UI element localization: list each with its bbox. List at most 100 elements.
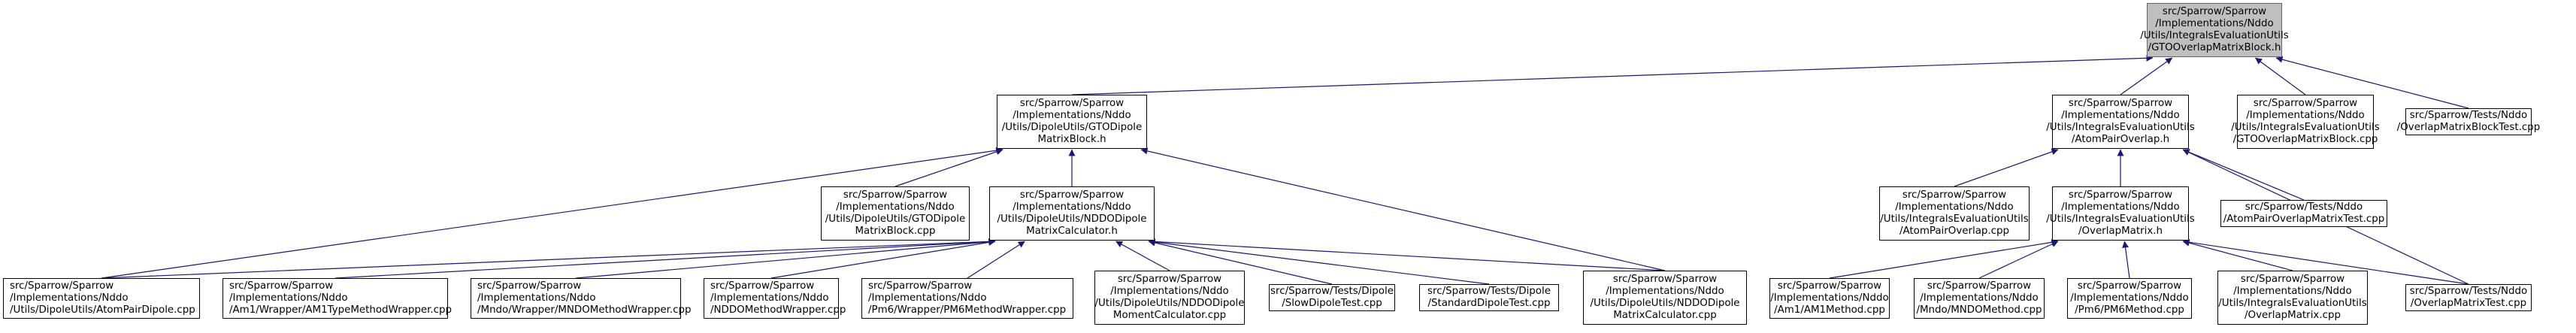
- node-label-line: /Implementations/Nddo: [2155, 18, 2274, 30]
- edge-atom_pair_overlap_test-to-atom_pair_overlap_h: [2182, 149, 2305, 201]
- node-label-line: /Utils/DipoleUtils/NDDODipole: [997, 213, 1147, 225]
- node-label-line: /AtomPairOverlap.h: [2071, 133, 2170, 145]
- node-label-line: src/Sparrow/Sparrow: [1612, 274, 1718, 286]
- node-am1-type-method-wrapper-cpp[interactable]: src/Sparrow/Sparrow/Implementations/Nddo…: [222, 278, 452, 319]
- edge-nddo_dipole_calc_cpp-to-nddo_dipole_calc_h: [1148, 238, 1666, 271]
- node-label-line: src/Sparrow/Sparrow: [1019, 189, 1125, 201]
- node-nddo-dipole-matrix-calculator-h[interactable]: src/Sparrow/Sparrow/Implementations/Nddo…: [989, 186, 1155, 241]
- node-label-line: /Implementations/Nddo: [2061, 201, 2180, 213]
- node-gto-dipole-matrix-block-cpp[interactable]: src/Sparrow/Sparrow/Implementations/Nddo…: [821, 186, 970, 241]
- edge-gto_dipole_cpp-to-gto_dipole_h: [894, 148, 1003, 187]
- node-gto-dipole-matrix-block-h[interactable]: src/Sparrow/Sparrow/Implementations/Nddo…: [997, 95, 1147, 149]
- node-label-line: src/Sparrow/Sparrow: [1777, 280, 1882, 292]
- node-label-line: /Implementations/Nddo: [477, 292, 596, 304]
- node-label-line: /OverlapMatrixBlockTest.cpp: [2396, 122, 2541, 133]
- node-label-line: /AtomPairOverlapMatrixTest.cpp: [2223, 213, 2385, 225]
- node-label-line: src/Sparrow/Sparrow: [10, 280, 114, 292]
- node-label-line: /Implementations/Nddo: [2233, 286, 2352, 298]
- node-overlap-matrix-test-cpp[interactable]: src/Sparrow/Tests/Nddo/OverlapMatrixTest…: [2405, 284, 2532, 311]
- edge-atom_pair_overlap_h-to-root: [2120, 57, 2173, 95]
- node-label-line: src/Sparrow/Tests/Nddo: [2409, 286, 2528, 298]
- node-label-line: /Utils/IntegralsEvaluationUtils: [2231, 122, 2380, 133]
- edge-mndo_method-to-overlap_matrix_h: [1978, 241, 2059, 279]
- node-atom-pair-overlap-h[interactable]: src/Sparrow/Sparrow/Implementations/Nddo…: [2046, 95, 2195, 149]
- edge-slow_dipole_test-to-nddo_dipole_calc_h: [1148, 239, 1333, 285]
- node-label-line: src/Sparrow/Tests/Dipole: [1427, 286, 1551, 298]
- edge-pm6_method-to-overlap_matrix_h: [2122, 241, 2130, 279]
- node-standard-dipole-test-cpp[interactable]: src/Sparrow/Tests/Dipole/StandardDipoleT…: [1419, 284, 1559, 311]
- node-label-line: src/Sparrow/Sparrow: [2068, 98, 2173, 110]
- node-label-line: /Pm6/PM6Method.cpp: [2075, 304, 2184, 316]
- node-label-line: /Implementations/Nddo: [1606, 286, 1724, 298]
- node-atom-pair-overlap-cpp[interactable]: src/Sparrow/Sparrow/Implementations/Nddo…: [1879, 186, 2030, 241]
- node-nddo-dipole-moment-calculator-cpp[interactable]: src/Sparrow/Sparrow/Implementations/Nddo…: [1094, 271, 1245, 325]
- node-nddo-dipole-matrix-calculator-cpp[interactable]: src/Sparrow/Sparrow/Implementations/Nddo…: [1583, 271, 1747, 325]
- node-slow-dipole-test-cpp[interactable]: src/Sparrow/Tests/Dipole/SlowDipoleTest.…: [1269, 284, 1395, 311]
- node-label-line: /GTOOverlapMatrixBlock.h: [2148, 41, 2281, 53]
- node-label-line: src/Sparrow/Sparrow: [477, 280, 582, 292]
- node-label-line: src/Sparrow/Sparrow: [868, 280, 973, 292]
- node-pm6-method-wrapper-cpp[interactable]: src/Sparrow/Sparrow/Implementations/Nddo…: [861, 278, 1073, 319]
- node-label-line: src/Sparrow/Tests/Nddo: [2409, 110, 2528, 122]
- node-label-line: /Implementations/Nddo: [868, 292, 987, 304]
- node-label-line: src/Sparrow/Sparrow: [2253, 98, 2358, 110]
- node-overlap-matrix-block-test-cpp[interactable]: src/Sparrow/Tests/Nddo/OverlapMatrixBloc…: [2397, 108, 2540, 135]
- node-label-line: src/Sparrow/Sparrow: [1117, 274, 1222, 286]
- edge-atom_pair_dipole_cpp-to-nddo_dipole_calc_h: [101, 238, 996, 279]
- node-label-line: /GTOOverlapMatrixBlock.cpp: [2232, 133, 2378, 145]
- node-label-line: /StandardDipoleTest.cpp: [1427, 298, 1551, 309]
- node-atom-pair-dipole-cpp[interactable]: src/Sparrow/Sparrow/Implementations/Nddo…: [3, 278, 200, 319]
- node-mndo-method-wrapper-cpp[interactable]: src/Sparrow/Sparrow/Implementations/Nddo…: [471, 278, 691, 319]
- node-label-line: src/Sparrow/Sparrow: [1019, 98, 1125, 110]
- node-label-line: src/Sparrow/Sparrow: [2162, 6, 2267, 18]
- node-pm6-method-cpp[interactable]: src/Sparrow/Sparrow/Implementations/Nddo…: [2067, 278, 2192, 319]
- edge-am1_type_wrapper-to-nddo_dipole_calc_h: [334, 238, 996, 279]
- node-gto-overlap-matrix-block-h: src/Sparrow/Sparrow/Implementations/Nddo…: [2140, 3, 2289, 57]
- node-overlap-matrix-h[interactable]: src/Sparrow/Sparrow/Implementations/Nddo…: [2046, 186, 2195, 241]
- node-label-line: /Utils/DipoleUtils/NDDODipole: [1590, 298, 1740, 309]
- edge-overlap_block_test-to-root: [2275, 56, 2469, 109]
- node-label-line: /Implementations/Nddo: [2061, 110, 2180, 122]
- edge-nddo_dipole_calc_cpp-to-gto_dipole_h: [1140, 147, 1666, 271]
- node-label-line: MatrixBlock.h: [1037, 133, 1106, 145]
- node-label-line: /OverlapMatrixTest.cpp: [2410, 298, 2527, 309]
- node-nddo-method-wrapper-cpp[interactable]: src/Sparrow/Sparrow/Implementations/Nddo…: [704, 278, 846, 319]
- node-label-line: src/Sparrow/Sparrow: [1902, 189, 2007, 201]
- node-label-line: /Utils/IntegralsEvaluationUtils: [2218, 298, 2367, 309]
- node-label-line: /Implementations/Nddo: [836, 201, 955, 213]
- node-label-line: /Implementations/Nddo: [1013, 201, 1131, 213]
- node-atom-pair-overlap-matrix-test-cpp[interactable]: src/Sparrow/Tests/Nddo/AtomPairOverlapMa…: [2220, 200, 2387, 227]
- node-label-line: src/Sparrow/Sparrow: [2077, 280, 2182, 292]
- node-label-line: /Utils/DipoleUtils/GTODipole: [1001, 122, 1143, 133]
- node-label-line: src/Sparrow/Sparrow: [710, 280, 815, 292]
- node-label-line: /Implementations/Nddo: [2070, 292, 2189, 304]
- node-label-line: src/Sparrow/Tests/Nddo: [2245, 201, 2363, 213]
- edge-am1_method-to-overlap_matrix_h: [1829, 238, 2059, 279]
- node-label-line: src/Sparrow/Tests/Dipole: [1270, 286, 1394, 298]
- node-label-line: /Utils/DipoleUtils/GTODipole: [825, 213, 966, 225]
- node-label-line: src/Sparrow/Sparrow: [2068, 189, 2173, 201]
- node-am1-method-cpp[interactable]: src/Sparrow/Sparrow/Implementations/Nddo…: [1769, 278, 1890, 319]
- node-mndo-method-cpp[interactable]: src/Sparrow/Sparrow/Implementations/Nddo…: [1914, 278, 2045, 319]
- node-label-line: /Implementations/Nddo: [1770, 292, 1889, 304]
- node-label-line: /Implementations/Nddo: [229, 292, 348, 304]
- node-label-line: /SlowDipoleTest.cpp: [1282, 298, 1382, 309]
- edge-gto_overlap_cpp-to-root: [2255, 57, 2306, 95]
- edge-mndo_wrapper-to-nddo_dipole_calc_h: [575, 238, 996, 279]
- node-gto-overlap-matrix-block-cpp[interactable]: src/Sparrow/Sparrow/Implementations/Nddo…: [2231, 95, 2380, 149]
- node-label-line: /Implementations/Nddo: [1013, 110, 1131, 122]
- node-overlap-matrix-cpp[interactable]: src/Sparrow/Sparrow/Implementations/Nddo…: [2217, 271, 2368, 325]
- node-label-line: /Am1/AM1Method.cpp: [1774, 304, 1885, 316]
- edge-standard_dipole_test-to-nddo_dipole_calc_h: [1148, 238, 1490, 285]
- node-label-line: src/Sparrow/Sparrow: [229, 280, 334, 292]
- edge-overlap_matrix_test-to-overlap_matrix_h: [2182, 238, 2469, 285]
- node-label-line: /OverlapMatrix.cpp: [2245, 309, 2341, 321]
- node-label-line: MatrixCalculator.cpp: [1613, 309, 1717, 321]
- node-label-line: /Implementations/Nddo: [2246, 110, 2365, 122]
- edge-nddo_dipole_moment_calc-to-nddo_dipole_calc_h: [1115, 241, 1170, 271]
- edge-overlap_matrix_cpp-to-overlap_matrix_h: [2182, 239, 2293, 271]
- node-label-line: src/Sparrow/Sparrow: [1927, 280, 2032, 292]
- node-label-line: /Utils/IntegralsEvaluationUtils: [2046, 122, 2195, 133]
